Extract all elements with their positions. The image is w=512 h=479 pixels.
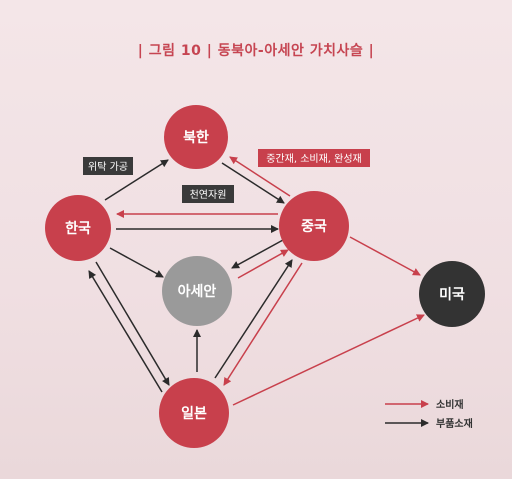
arrow-korea-to-asean [109,247,164,278]
arrow-china-to-northkorea [229,156,291,197]
arrow-japan-to-china [214,259,293,379]
label-box-consignment: 위탁 가공 [83,157,133,175]
arrow-asean-to-china [237,249,289,279]
label-box-natural-resources: 천연자원 [182,185,234,203]
svg-text:위탁 가공: 위탁 가공 [88,160,128,173]
node-japan: 일본 [159,378,229,448]
node-korea: 한국 [45,195,111,261]
legend-parts-materials-label: 부품소재 [436,417,473,430]
arrow-korea-to-northkorea [104,159,169,201]
svg-text:한국: 한국 [65,221,91,237]
arrow-japan-to-usa [232,314,425,406]
node-usa: 미국 [419,261,485,327]
arrow-china-to-usa [349,236,421,276]
arrow-china-to-japan [223,262,303,386]
label-box-goods: 중간재, 소비재, 완성재 [258,149,370,167]
svg-text:북한: 북한 [183,130,209,146]
legend: 소비재 부품소재 [385,398,473,430]
svg-text:아세안: 아세안 [178,283,217,300]
node-china: 중국 [279,191,349,261]
node-asean: 아세안 [162,256,232,326]
legend-consumer-goods-label: 소비재 [436,398,464,411]
svg-text:일본: 일본 [181,406,207,422]
svg-text:중간재, 소비재, 완성재: 중간재, 소비재, 완성재 [266,153,362,165]
svg-text:미국: 미국 [439,287,465,303]
svg-text:천연자원: 천연자원 [190,189,227,201]
node-north-korea: 북한 [164,105,228,169]
figure-title: | 그림 10 | 동북아-아세안 가치사슬 | [137,43,375,59]
arrow-northkorea-to-china [221,162,285,204]
arrow-china-to-asean [231,239,284,269]
arrow-japan-to-korea [88,270,163,393]
arrow-korea-to-japan [95,261,170,386]
svg-text:중국: 중국 [301,219,327,235]
